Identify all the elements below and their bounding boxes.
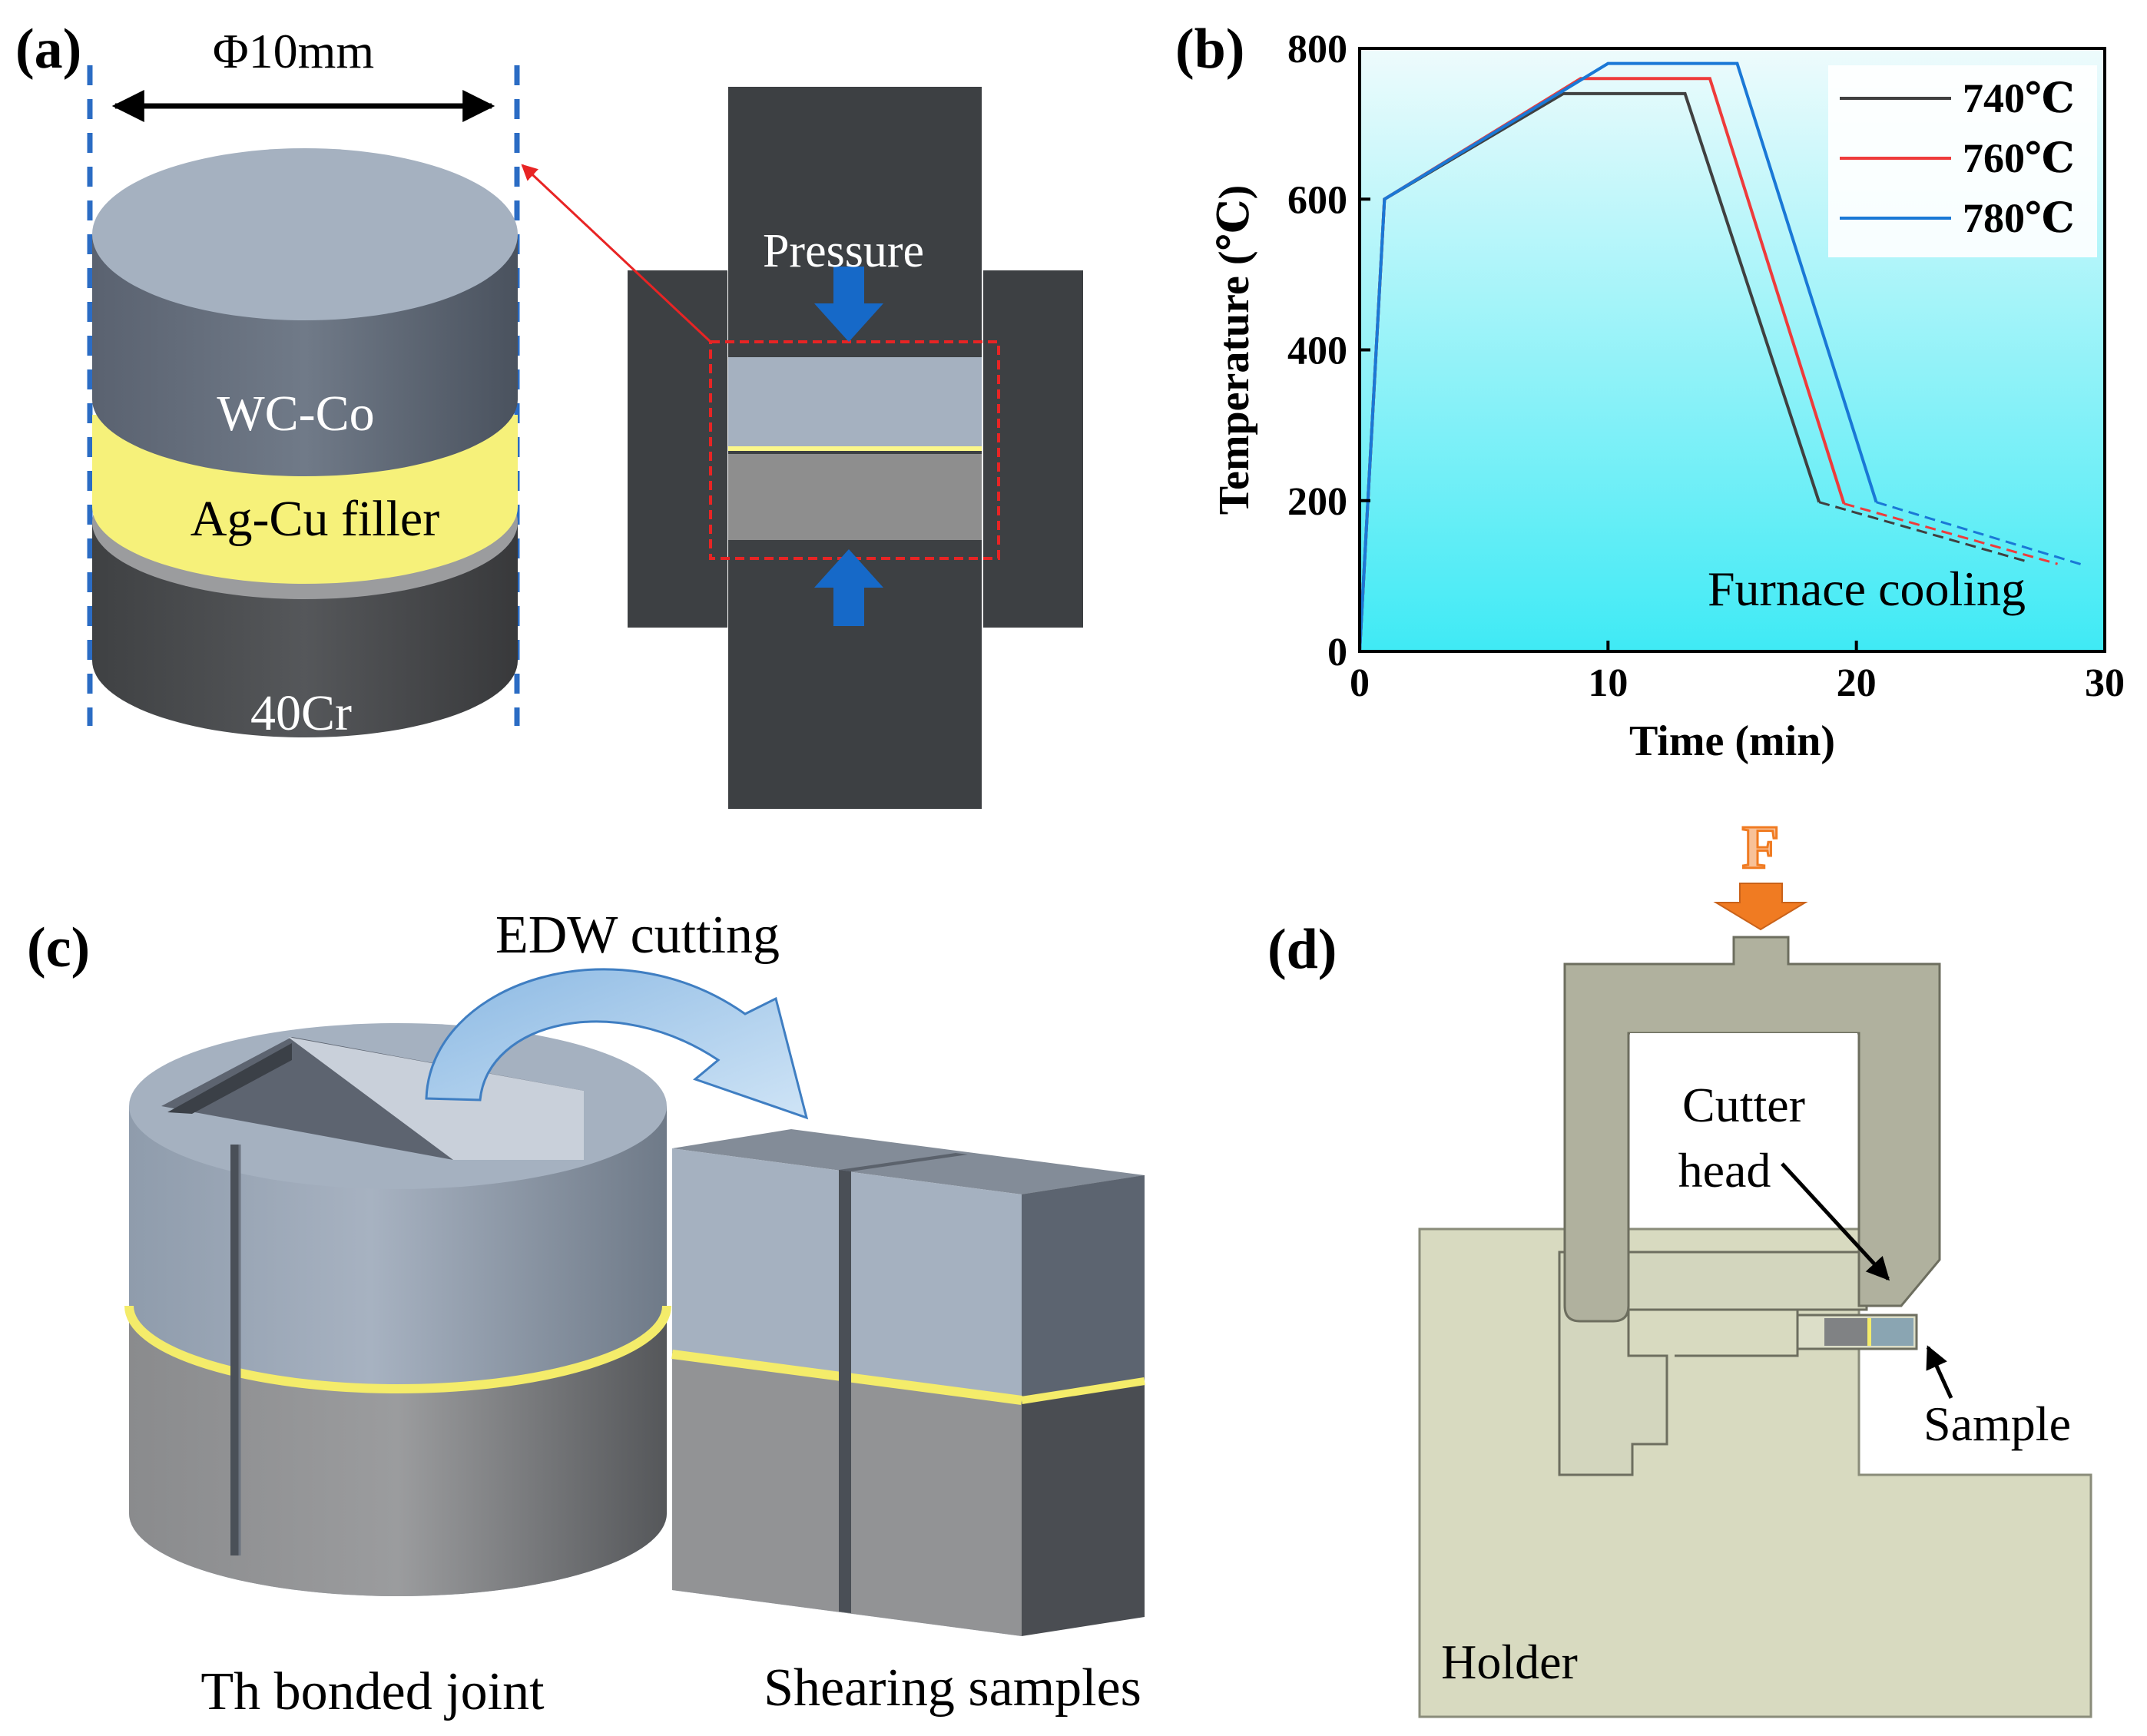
cutter-label-line2: head: [1678, 1143, 1771, 1198]
sample-wc-co: [1871, 1318, 1913, 1346]
force-label: F: [1742, 814, 1780, 882]
filler-label: Ag-Cu filler: [191, 491, 439, 547]
wc-co-label: WC-Co: [217, 386, 374, 442]
left-die-block: [628, 270, 727, 628]
frame-window: [1630, 1033, 1857, 1225]
edw-cutting-arrow: [425, 968, 809, 1120]
panel-c: (c) EDW cutting Th bon: [27, 906, 1145, 1721]
pressure-arrow-up: [814, 549, 883, 626]
x-tick-label-3: 30: [2085, 661, 2125, 705]
series-cooling-line-2: [1876, 501, 2086, 567]
sample-filler: [1867, 1318, 1871, 1346]
x-tick-label-1: 10: [1588, 661, 1628, 705]
panel-a: (a) Φ10mm WC-Co Ag-Cu filler 40Cr: [15, 18, 1083, 809]
cutter-label-line1: Cutter: [1682, 1078, 1805, 1132]
legend-label-2: 780℃: [1963, 195, 2075, 241]
force-arrow: [1713, 883, 1808, 931]
series-line-2: [1358, 61, 1878, 652]
x-tick-label-2: 20: [1837, 661, 1877, 705]
panel-d-label: (d): [1267, 918, 1337, 981]
y-tick-label-0: 0: [1327, 631, 1347, 674]
x-axis-title: Time (min): [1629, 717, 1835, 765]
y-axis-title: Temperature (℃): [1211, 185, 1258, 515]
sample-pointer: [1926, 1345, 1953, 1400]
y-tick-label-4: 800: [1287, 28, 1347, 71]
series-cooling-line-1: [1844, 502, 2058, 565]
panel-b-label: (b): [1175, 18, 1244, 81]
sample-steel: [1824, 1318, 1867, 1346]
legend-label-0: 740℃: [1963, 75, 2075, 121]
bonded-joint: [124, 1023, 671, 1596]
filler-sample: [728, 446, 982, 451]
series-cooling-line-0: [1818, 501, 2031, 564]
panel-a-label: (a): [15, 18, 81, 81]
steel-label: 40Cr: [250, 685, 352, 741]
shearing-samples: [671, 1129, 1145, 1636]
panel-b: (b) 0 10 20 30 0 200 400 600 800 Time (min) Temp…: [1175, 18, 2125, 765]
pressure-arrow-down: [814, 267, 883, 342]
y-tick-label-2: 400: [1287, 330, 1347, 373]
sample-label: Sample: [1923, 1396, 2071, 1451]
cutter-pointer: [1781, 1162, 1890, 1281]
die-assembly: Pressure: [521, 87, 1083, 809]
bonded-joint-caption: Th bonded joint: [200, 1662, 545, 1721]
legend-label-1: 760℃: [1963, 135, 2075, 181]
y-tick-label-3: 600: [1287, 178, 1347, 222]
wc-co-layer: [92, 148, 518, 476]
panel-d: (d) F Holder Cutter head Sample: [1267, 813, 2092, 1718]
panel-c-label: (c): [27, 916, 90, 979]
pressure-label: Pressure: [763, 225, 924, 277]
wc-co-sample: [728, 357, 982, 449]
y-tick-label-1: 200: [1287, 480, 1347, 524]
diameter-label: Φ10mm: [213, 24, 374, 78]
edw-cutting-label: EDW cutting: [495, 906, 780, 965]
holder-label: Holder: [1441, 1635, 1578, 1689]
magnify-arrow: [521, 164, 712, 343]
legend: 740℃ 760℃ 780℃: [1828, 65, 2097, 257]
shearing-samples-caption: Shearing samples: [764, 1658, 1141, 1718]
x-tick-label-0: 0: [1350, 661, 1370, 705]
furnace-cooling-label: Furnace cooling: [1708, 562, 2026, 616]
temperature-chart: 0 10 20 30 0 200 400 600 800 Time (min) Temperat…: [1211, 28, 2125, 765]
steel-sample: [728, 454, 982, 540]
